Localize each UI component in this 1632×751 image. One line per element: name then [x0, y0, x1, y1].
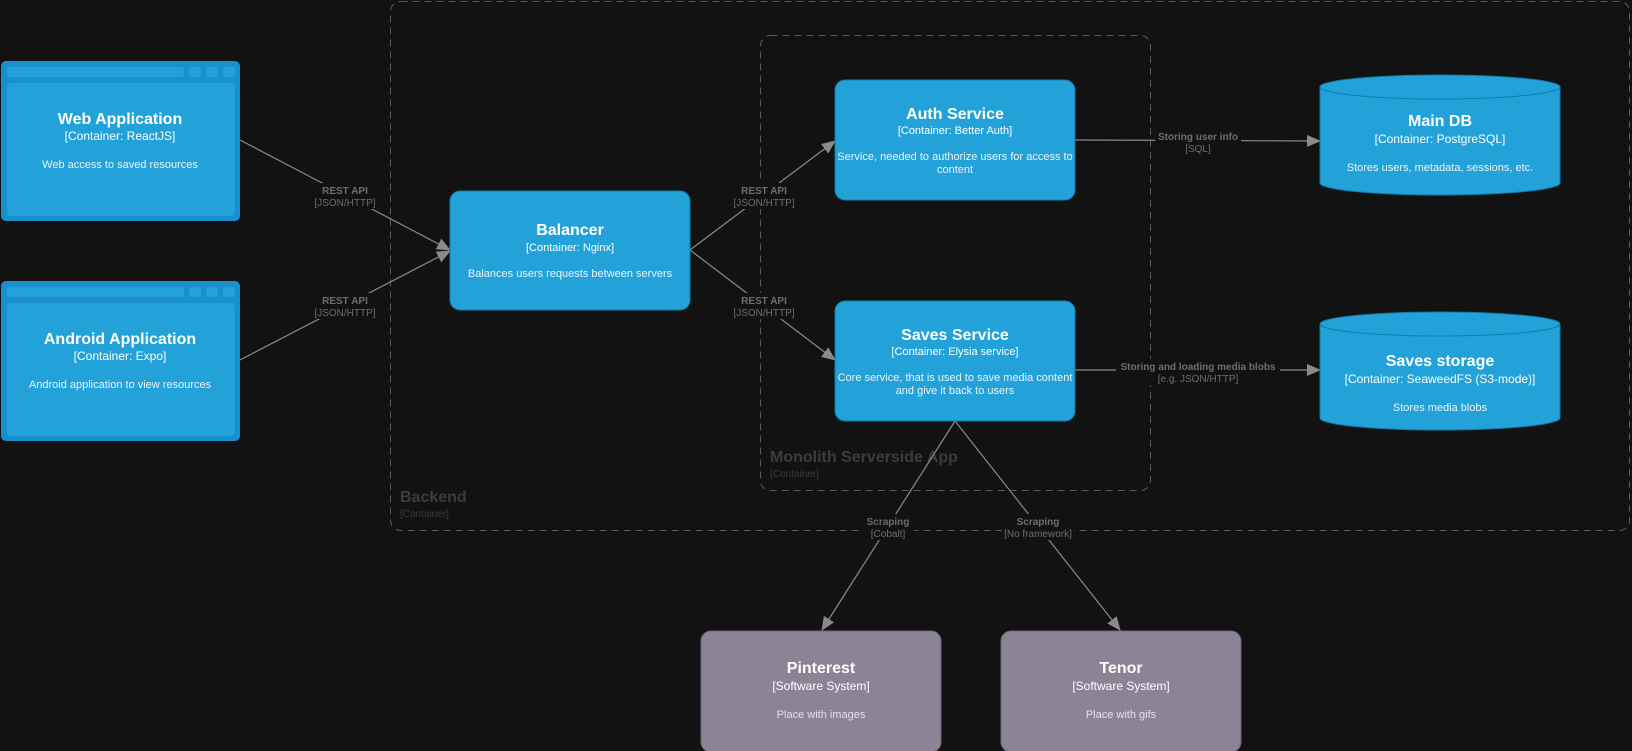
node-description: Place with gifs [1086, 709, 1157, 721]
edge-label-android-to-balancer: REST API [JSON/HTTP] [310, 293, 380, 319]
edge-label-text: REST API [322, 186, 368, 197]
edge-label-text: REST API [322, 296, 368, 307]
edge-tech-text: [SQL] [1185, 144, 1211, 155]
window-control-icon [223, 287, 235, 297]
edge-label-web-to-balancer: REST API [JSON/HTTP] [310, 183, 380, 209]
node-description-line: Service, needed to authorize users for a… [837, 151, 1072, 163]
node-description: Place with images [777, 709, 866, 721]
window-control-icon [189, 67, 201, 77]
node-tech: [Software System] [1072, 679, 1169, 693]
node-title: Tenor [1099, 660, 1142, 677]
backend-boundary-type: [Container] [400, 509, 449, 520]
window-control-icon [223, 67, 235, 77]
node-title: Pinterest [787, 660, 856, 677]
window-control-icon [206, 287, 218, 297]
window-control-icon [206, 67, 218, 77]
monolith-boundary-title: Monolith Serverside App [770, 449, 958, 466]
edge-label-auth-to-maindb: Storing user info [SQL] [1155, 129, 1241, 155]
edge-label-balancer-to-saves: REST API [JSON/HTTP] [729, 293, 799, 319]
edge-label-text: Storing and loading media blobs [1120, 362, 1275, 373]
node-tech: [Container: Nginx] [526, 242, 614, 254]
edge-tech-text: [e.g. JSON/HTTP] [1158, 374, 1239, 385]
pinterest-node[interactable]: Pinterest [Software System] Place with i… [700, 630, 942, 751]
node-tech: [Container: Better Auth] [898, 125, 1012, 137]
edge-label-text: Storing user info [1158, 132, 1238, 143]
node-tech: [Software System] [772, 679, 869, 693]
address-bar [7, 287, 184, 297]
tenor-node[interactable]: Tenor [Software System] Place with gifs [1000, 630, 1242, 751]
edge-tech-text: [JSON/HTTP] [733, 308, 794, 319]
node-tech: [Container: ReactJS] [65, 129, 176, 143]
window-control-icon [189, 287, 201, 297]
node-title: Saves storage [1386, 353, 1495, 370]
edge-tech-text: [No framework] [1004, 529, 1072, 540]
android-application-node[interactable]: Android Application [Container: Expo] An… [1, 281, 240, 441]
node-description-line: content [937, 164, 973, 176]
edge-label-saves-to-tenor: Scraping [No framework] [1002, 514, 1074, 540]
node-title: Balancer [536, 222, 604, 239]
edge-labels: REST API [JSON/HTTP] REST API [JSON/HTTP… [310, 129, 1280, 540]
node-tech: [Container: Elysia service] [891, 346, 1018, 358]
node-tech: [Container: SeaweedFS (S3-mode)] [1345, 372, 1536, 386]
node-description-line: Core service, that is used to save media… [838, 372, 1073, 384]
edge-label-text: Scraping [867, 517, 910, 528]
address-bar [7, 67, 184, 77]
node-title: Saves Service [901, 327, 1009, 344]
web-application-node[interactable]: Web Application [Container: ReactJS] Web… [1, 61, 240, 221]
node-description-line: and give it back to users [896, 385, 1015, 397]
edge-tech-text: [Cobalt] [871, 529, 906, 540]
node-description: Web access to saved resources [42, 159, 198, 171]
auth-service-node[interactable]: Auth Service [Container: Better Auth] Se… [834, 79, 1076, 201]
node-tech: [Container: Expo] [74, 349, 167, 363]
balancer-node[interactable]: Balancer [Container: Nginx] Balances use… [449, 190, 691, 311]
edge-label-balancer-to-auth: REST API [JSON/HTTP] [729, 183, 799, 209]
edge-label-text: REST API [741, 296, 787, 307]
node-description: Stores media blobs [1393, 402, 1488, 414]
edge-tech-text: [JSON/HTTP] [314, 308, 375, 319]
node-title: Android Application [44, 331, 196, 348]
backend-boundary-title: Backend [400, 489, 467, 506]
edge-label-saves-to-storage: Storing and loading media blobs [e.g. JS… [1116, 359, 1280, 385]
edge-tech-text: [JSON/HTTP] [314, 198, 375, 209]
edge-label-text: Scraping [1017, 517, 1060, 528]
monolith-boundary: Monolith Serverside App [Container] [760, 35, 1151, 491]
edge-tech-text: [JSON/HTTP] [733, 198, 794, 209]
node-tech: [Container: PostgreSQL] [1375, 132, 1506, 146]
edge-label-text: REST API [741, 186, 787, 197]
node-description: Stores users, metadata, sessions, etc. [1347, 162, 1533, 174]
node-description: Balances users requests between servers [468, 268, 673, 280]
node-title: Auth Service [906, 106, 1004, 123]
monolith-boundary-type: [Container] [770, 469, 819, 480]
node-description: Android application to view resources [29, 379, 212, 391]
main-db-node[interactable]: Main DB [Container: PostgreSQL] Stores u… [1319, 74, 1561, 196]
saves-storage-node[interactable]: Saves storage [Container: SeaweedFS (S3-… [1319, 311, 1561, 431]
saves-service-node[interactable]: Saves Service [Container: Elysia service… [834, 300, 1076, 422]
node-title: Main DB [1408, 113, 1472, 130]
edge-label-saves-to-pinterest: Scraping [Cobalt] [862, 514, 914, 540]
node-title: Web Application [58, 111, 182, 128]
